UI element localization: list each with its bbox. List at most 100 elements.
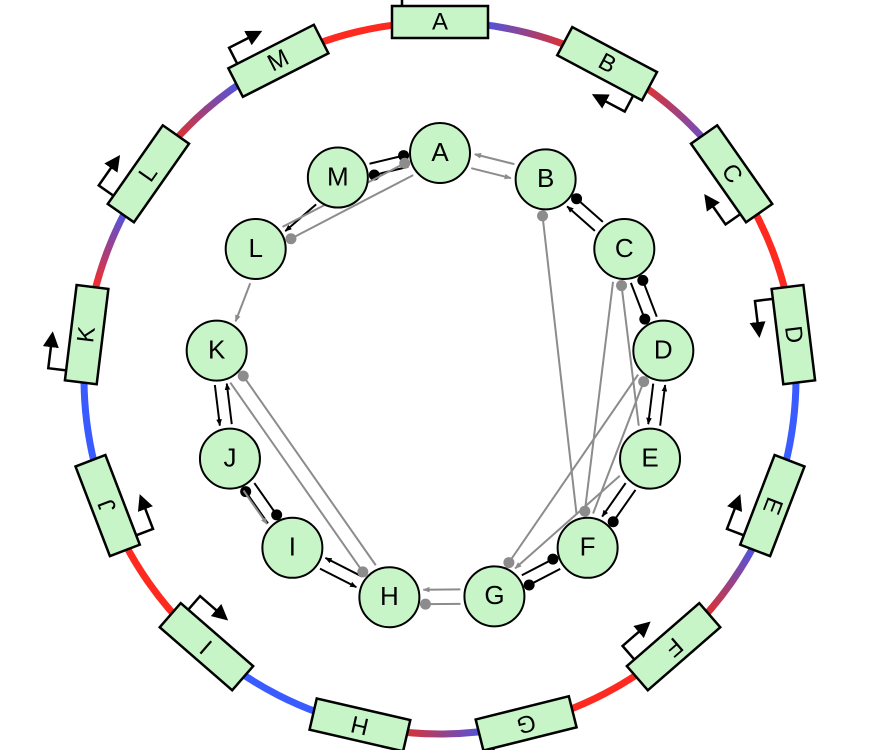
repression-dot-icon [537, 210, 549, 222]
edge-l-to-k [234, 282, 252, 323]
node-circle [632, 319, 695, 382]
edge-h-to-k [229, 381, 365, 575]
node-label: K [208, 334, 226, 364]
edge-l-to-a [288, 174, 414, 241]
node-circle [198, 427, 261, 490]
regulatory-edges [213, 150, 668, 610]
repression-dot-icon [637, 274, 649, 286]
node-f: F [556, 516, 619, 579]
node-label: J [223, 443, 236, 473]
gene-g: G [474, 694, 579, 750]
node-circle [409, 122, 471, 184]
gene-block [770, 283, 817, 386]
edge-d-to-e [646, 383, 655, 425]
promoter-arrow-icon [42, 331, 67, 372]
promoter-arrow-icon [135, 494, 155, 537]
gene-a: A [390, 0, 490, 40]
edge-d-to-f [592, 379, 646, 514]
node-circle [261, 516, 324, 579]
node-d: D [632, 319, 695, 382]
gene-e: E [725, 453, 807, 558]
repression-dot-icon [271, 509, 283, 521]
promoter-arrow-icon [620, 621, 651, 661]
node-label: E [641, 443, 658, 473]
gene-m: M [226, 23, 331, 99]
node-circle [556, 516, 619, 579]
repression-dot-icon [639, 313, 651, 325]
promoter-arrow-icon [725, 494, 745, 537]
gene-j: J [73, 453, 155, 558]
gene-c: C [689, 123, 774, 227]
edge-f-to-c [583, 281, 615, 514]
promoter-arrow-icon [96, 154, 121, 197]
gene-block [157, 601, 255, 693]
node-j: J [198, 427, 261, 490]
node-i: I [261, 516, 324, 579]
promoter-arrow-icon [591, 94, 635, 114]
edge-a-to-b [471, 167, 512, 180]
edge-g-to-d [506, 373, 639, 565]
edge-j-to-k [224, 382, 233, 425]
repression-dot-icon [237, 370, 249, 382]
node-label: H [380, 581, 399, 611]
promoter-arrow-icon [227, 30, 263, 65]
promoter-arrow-icon [749, 297, 773, 338]
node-label: C [615, 233, 634, 263]
gene-h: H [308, 696, 412, 750]
gene-k: K [42, 283, 110, 386]
gene-block [226, 23, 331, 99]
edge-b-to-a [474, 153, 515, 166]
node-b: B [514, 148, 577, 211]
edge-j-to-i [242, 490, 268, 525]
node-circle [306, 146, 369, 209]
repression-dot-icon [523, 579, 535, 591]
gene-block [474, 694, 579, 750]
node-circle [185, 319, 248, 382]
node-label: M [327, 161, 349, 191]
node-label: F [580, 532, 596, 562]
edge-b-to-f [541, 213, 578, 515]
edge-k-to-h [241, 373, 377, 566]
repression-dot-icon [547, 553, 559, 565]
node-circle [619, 427, 682, 490]
repression-dot-icon [638, 376, 650, 388]
node-m: M [306, 146, 369, 209]
node-label: L [248, 233, 262, 263]
gene-b: B [555, 25, 659, 114]
node-g: G [463, 565, 526, 628]
node-label: G [484, 580, 504, 610]
node-k: K [185, 319, 248, 382]
node-e: E [619, 427, 682, 490]
gene-label: H [348, 710, 371, 740]
node-circle [224, 217, 287, 280]
edge-e-to-f [601, 482, 627, 518]
gene-f: F [620, 601, 723, 693]
gene-block [390, 4, 490, 40]
node-c: C [593, 217, 656, 280]
node-circle [514, 148, 577, 211]
edge-k-to-j [213, 384, 222, 427]
repression-dot-icon [607, 516, 619, 528]
repression-dot-icon [419, 598, 431, 610]
gene-d: D [749, 283, 817, 386]
node-circle [593, 217, 656, 280]
gene-label: A [432, 8, 448, 35]
repression-dot-icon [399, 157, 411, 169]
gene-label: K [72, 325, 101, 344]
promoter-arrow-icon [704, 193, 742, 227]
gene-block [625, 601, 723, 693]
gene-i: I [157, 594, 255, 693]
gene-block [63, 283, 110, 386]
repression-dot-icon [616, 280, 628, 292]
node-l: L [224, 217, 287, 280]
gene-block [555, 25, 659, 103]
node-label: D [654, 334, 673, 364]
repression-dot-icon [357, 566, 369, 578]
gene-l: L [96, 123, 191, 225]
gene-label: D [779, 324, 808, 345]
node-circle [358, 566, 421, 629]
